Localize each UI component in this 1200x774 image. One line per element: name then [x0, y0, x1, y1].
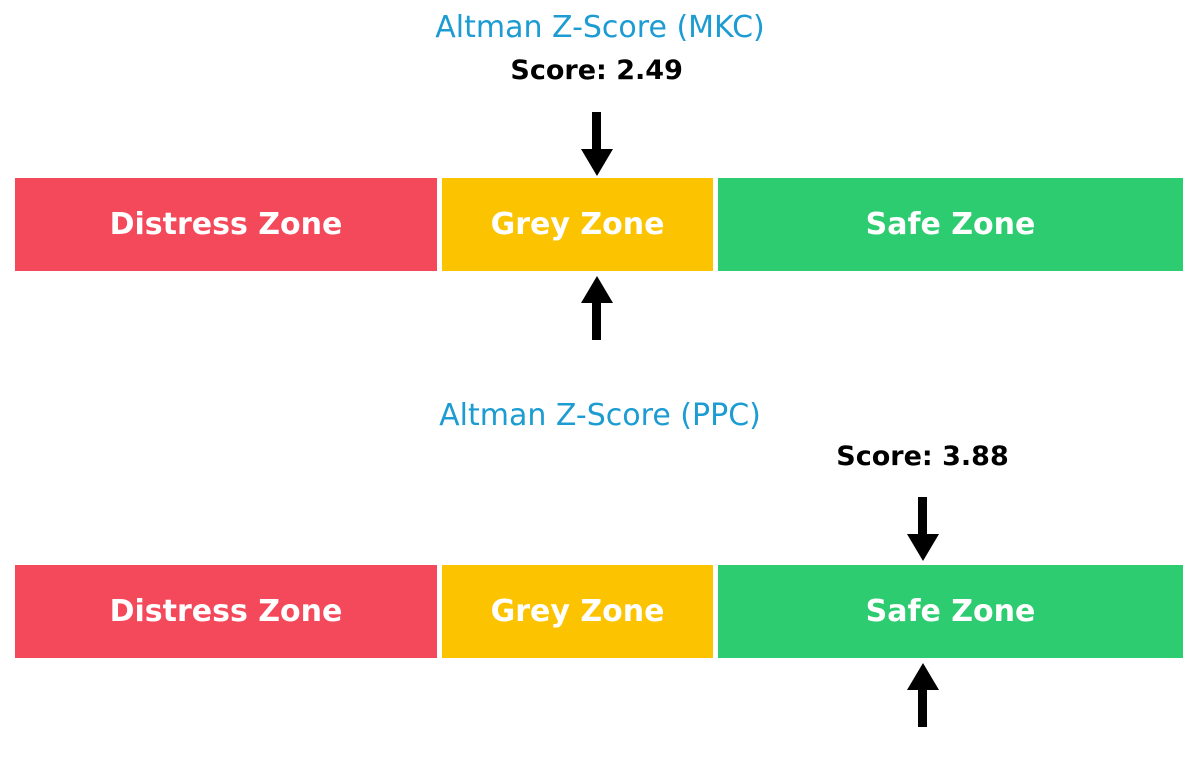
score-label-ppc: Score: 3.88	[836, 441, 1009, 472]
arrow-stem	[592, 112, 602, 149]
zone-label: Grey Zone	[490, 207, 665, 242]
zone-label: Distress Zone	[109, 207, 343, 242]
zone-grey: Grey Zone	[442, 178, 713, 271]
zone-bar-ppc: Distress Zone Grey Zone Safe Zone	[15, 565, 1183, 658]
zone-safe: Safe Zone	[718, 178, 1183, 271]
arrow-up-icon	[580, 276, 613, 340]
arrow-head-up	[906, 663, 939, 690]
chart-title-ppc: Altman Z-Score (PPC)	[439, 398, 761, 433]
chart-title-mkc: Altman Z-Score (MKC)	[435, 10, 765, 45]
zone-bar-mkc: Distress Zone Grey Zone Safe Zone	[15, 178, 1183, 271]
zone-safe: Safe Zone	[718, 565, 1183, 658]
arrow-down-icon	[906, 497, 939, 561]
zone-grey: Grey Zone	[442, 565, 713, 658]
arrow-stem	[592, 303, 602, 340]
arrow-up-icon	[906, 663, 939, 727]
arrow-head-down	[580, 149, 613, 176]
zone-label: Grey Zone	[490, 594, 665, 629]
zone-label: Safe Zone	[865, 207, 1036, 242]
zone-label: Safe Zone	[865, 594, 1036, 629]
zone-distress: Distress Zone	[15, 178, 437, 271]
arrow-head-down	[906, 534, 939, 561]
score-label-mkc: Score: 2.49	[510, 55, 683, 86]
zone-label: Distress Zone	[109, 594, 343, 629]
arrow-head-up	[580, 276, 613, 303]
zone-distress: Distress Zone	[15, 565, 437, 658]
arrow-stem	[918, 690, 928, 727]
arrow-stem	[918, 497, 928, 534]
arrow-down-icon	[580, 112, 613, 176]
